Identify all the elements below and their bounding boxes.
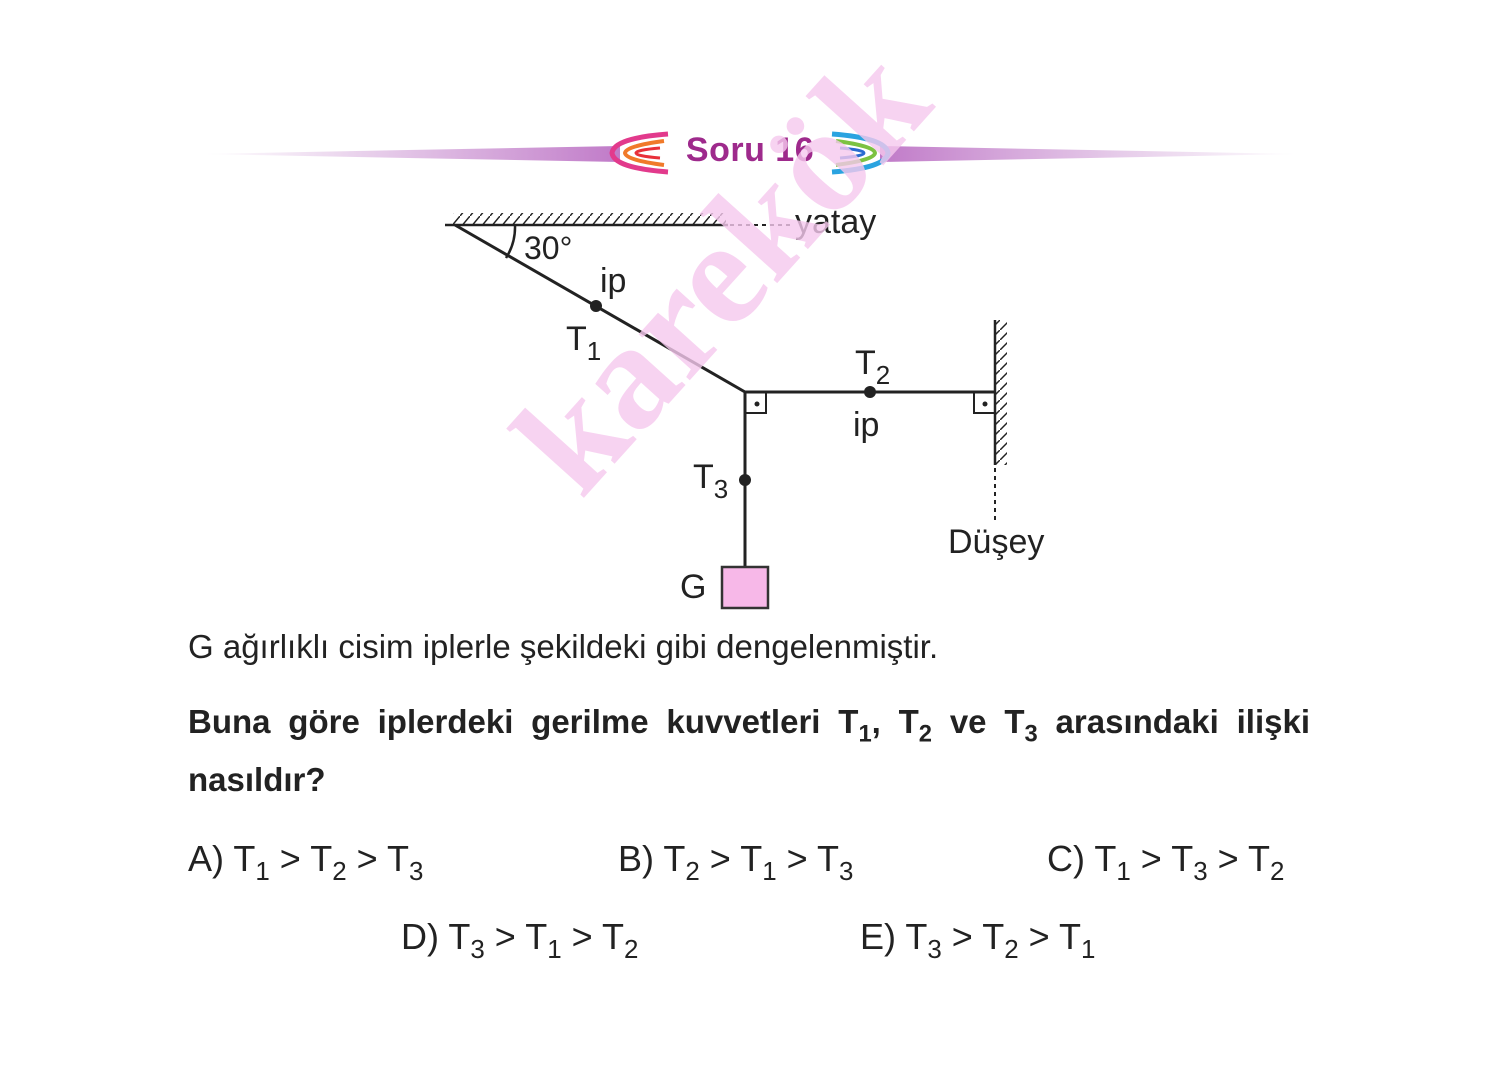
greater-than-symbol: > [494, 916, 516, 957]
tension-symbol: T [905, 916, 928, 957]
tension-symbol: T [310, 838, 333, 879]
weight-label: G [680, 568, 706, 606]
tension-label-t1: T1 [566, 320, 601, 366]
tension-symbol: T [233, 838, 256, 879]
wall [993, 320, 1007, 465]
tension-symbol: T [602, 916, 625, 957]
angle-arc [504, 224, 517, 259]
force-diagram: yatay 30° ip T1 T2 ip Düşey T3 G [445, 203, 1044, 610]
tension-symbol: T [740, 838, 763, 879]
option-b[interactable]: B) T2 > T1 > T3 [618, 838, 854, 887]
left-bracket-icon [609, 131, 669, 175]
greater-than-symbol: > [1140, 838, 1162, 879]
option-a[interactable]: A) T1 > T2 > T3 [188, 838, 424, 887]
greater-than-symbol: > [1028, 916, 1050, 957]
tension-symbol: T [817, 838, 840, 879]
greater-than-symbol: > [279, 838, 301, 879]
tension-symbol: T [387, 838, 410, 879]
question-text: Buna göre iplerdeki gerilme kuvvetleri T… [188, 703, 1310, 798]
right-angle-marker-wall [973, 392, 995, 414]
horizontal-label: yatay [795, 203, 876, 241]
greater-than-symbol: > [951, 916, 973, 957]
tension-symbol: T [1171, 838, 1194, 879]
angle-label: 30° [524, 230, 572, 266]
rope-label-2: ip [853, 406, 879, 444]
tension-label-t2: T2 [855, 344, 890, 390]
problem-statement: G ağırlıklı cisim iplerle şekildeki gibi… [188, 628, 939, 665]
greater-than-symbol: > [356, 838, 378, 879]
header-band-right [880, 146, 1300, 162]
tension-label-t3: T3 [693, 458, 728, 504]
tension-symbol: T [448, 916, 471, 957]
header-band-left [200, 146, 620, 162]
ceiling [445, 213, 728, 227]
header-banner [200, 131, 1300, 175]
right-angle-marker-junction [745, 392, 767, 414]
greater-than-symbol: > [786, 838, 808, 879]
greater-than-symbol: > [571, 916, 593, 957]
right-bracket-icon [831, 131, 891, 175]
tension-symbol: T [663, 838, 686, 879]
tension-point-t1 [590, 300, 602, 312]
question-number-title: Soru 16 [685, 131, 815, 169]
tension-symbol: T [982, 916, 1005, 957]
tension-symbol: T [1094, 838, 1117, 879]
rope-label-1: ip [600, 262, 626, 300]
tension-symbol: T [525, 916, 548, 957]
option-d[interactable]: D) T3 > T1 > T2 [401, 916, 639, 965]
option-e[interactable]: E) T3 > T2 > T1 [860, 916, 1096, 965]
tension-point-t3 [739, 474, 751, 486]
greater-than-symbol: > [1217, 838, 1239, 879]
tension-symbol: T [1248, 838, 1271, 879]
greater-than-symbol: > [709, 838, 731, 879]
option-c[interactable]: C) T1 > T3 > T2 [1047, 838, 1285, 887]
vertical-label: Düşey [948, 523, 1044, 561]
tension-symbol: T [1059, 916, 1082, 957]
weight-block [720, 565, 770, 610]
tension-point-t2 [864, 386, 876, 398]
